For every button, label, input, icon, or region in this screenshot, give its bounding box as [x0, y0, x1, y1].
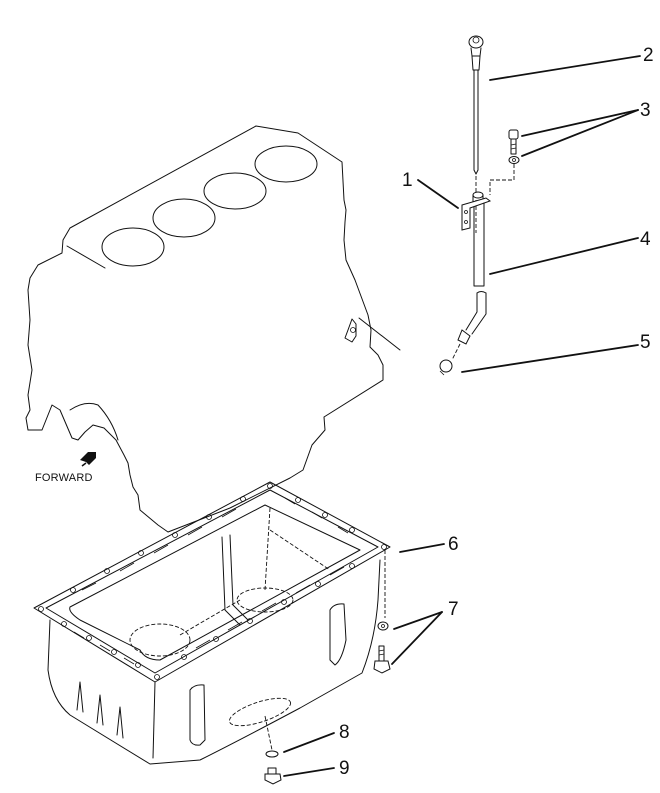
forward-arrow-icon [80, 452, 96, 467]
bolt-washer-7 [373, 550, 391, 674]
callout-7: 7 [448, 599, 459, 620]
oil-pan [33, 481, 391, 765]
callout-9: 9 [339, 758, 350, 779]
callout-5: 5 [640, 332, 651, 353]
dipstick-tube [451, 191, 492, 361]
dipstick [468, 35, 484, 233]
callout-6: 6 [448, 534, 459, 555]
o-ring [439, 359, 453, 376]
engine-block [25, 125, 401, 533]
callout-3: 3 [640, 100, 651, 121]
drain-plug-parts [264, 750, 282, 785]
callout-4: 4 [640, 229, 651, 250]
bolt-washer-3 [489, 129, 520, 195]
leader-lines [283, 55, 641, 777]
forward-label: FORWARD [35, 472, 93, 484]
callout-1: 1 [402, 170, 413, 191]
callout-8: 8 [339, 722, 350, 743]
callout-2: 2 [643, 45, 654, 66]
